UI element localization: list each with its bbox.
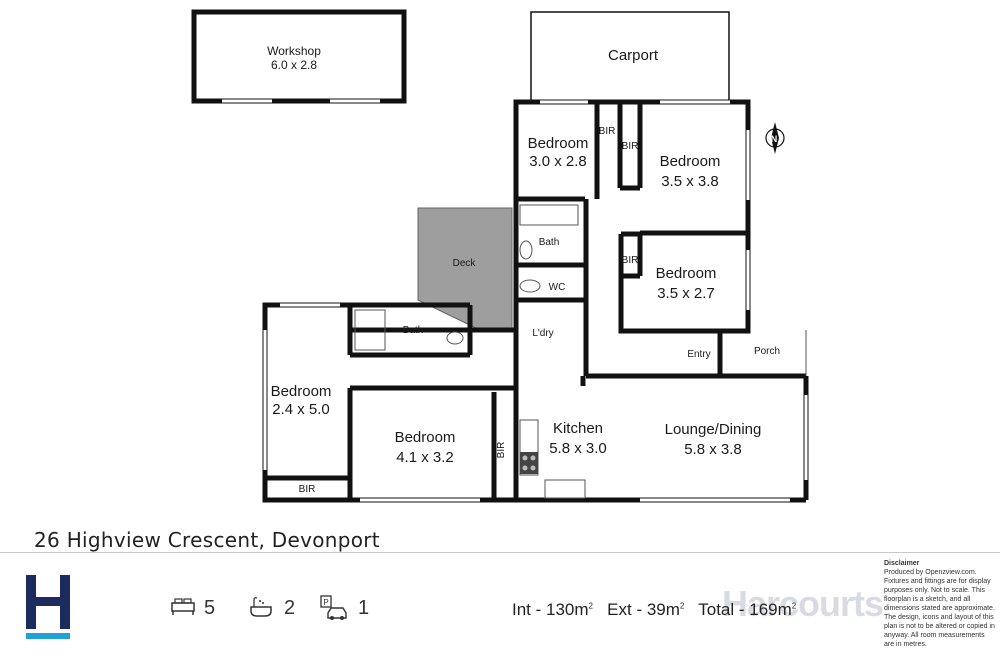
bed-right2-size: 3.5 x 2.7 xyxy=(657,285,715,302)
basin-icon xyxy=(519,240,533,260)
cooktop-icon xyxy=(520,452,538,474)
lounge-size: 5.8 x 3.8 xyxy=(684,441,742,458)
disclaimer: Disclaimer Produced by Openzview.com. Fi… xyxy=(884,559,996,649)
carport-outline xyxy=(530,11,730,101)
entry-label: Entry xyxy=(687,349,710,360)
deck-label: Deck xyxy=(453,258,477,269)
ext-area: Ext - 39m xyxy=(607,600,680,619)
disclaimer-title: Disclaimer xyxy=(884,560,920,567)
bir-label: BIR xyxy=(599,126,616,137)
bed-left-size: 2.4 x 5.0 xyxy=(272,401,330,418)
house-top-wall xyxy=(513,99,751,334)
laundry-label: L'dry xyxy=(532,328,553,339)
bed-mid-name: Bedroom xyxy=(395,429,456,446)
bed-right1-name: Bedroom xyxy=(660,153,721,170)
toilet-icon xyxy=(519,279,541,293)
workshop-walls xyxy=(191,9,407,104)
workshop-name: Workshop xyxy=(267,44,321,58)
bed-right2-name: Bedroom xyxy=(656,265,717,282)
area-summary: Int - 130m2 Ext - 39m2 Total - 169m2 xyxy=(512,600,797,619)
workshop-size: 6.0 x 2.8 xyxy=(271,58,317,72)
wc-label: WC xyxy=(549,282,566,293)
kitchen-name: Kitchen xyxy=(553,420,603,437)
bed-icon xyxy=(171,598,195,615)
bath1-label: Bath xyxy=(539,237,560,248)
carport-name: Carport xyxy=(608,47,659,64)
harcourts-watermark: Harcourts xyxy=(722,583,884,624)
bed-right1-size: 3.5 x 3.8 xyxy=(661,173,719,190)
lounge-name: Lounge/Dining xyxy=(665,421,762,438)
toilet-icon xyxy=(446,331,464,345)
bath-icon xyxy=(250,597,272,617)
kitchen-size: 5.8 x 3.0 xyxy=(549,440,607,457)
bir-label: BIR xyxy=(622,141,639,152)
compass-label: N xyxy=(771,134,778,144)
porch-label: Porch xyxy=(754,346,780,357)
bed-mid-size: 4.1 x 3.2 xyxy=(396,449,454,466)
disclaimer-body: Produced by Openzview.com. Fixtures and … xyxy=(884,569,995,648)
bed-top-name: Bedroom xyxy=(528,135,589,152)
footer-bar: 5 2 P 1 Harcourts Int - 130m2 Ext - 39m2… xyxy=(0,553,1000,667)
total-area: Total - 169m xyxy=(698,600,792,619)
harcourts-logo-icon xyxy=(26,575,70,639)
deck-area xyxy=(417,207,513,331)
floor-plan: N Workshop 6.0 x 2.8 Carport Bedroom 3.0… xyxy=(191,9,809,503)
int-area: Int - 130m xyxy=(512,600,589,619)
footer-divider xyxy=(0,552,1000,553)
bed-top-size: 3.0 x 2.8 xyxy=(529,153,587,170)
bath-count: 2 xyxy=(284,597,296,619)
bed-count: 5 xyxy=(204,597,216,619)
bir-label: BIR xyxy=(496,442,507,459)
bir-label: BIR xyxy=(299,484,316,495)
parking-count: 1 xyxy=(358,597,370,619)
bath2-label: Bath xyxy=(403,325,424,336)
property-address: 26 Highview Crescent, Devonport xyxy=(34,528,380,552)
parking-icon: P xyxy=(320,595,347,620)
compass-icon: N xyxy=(765,122,785,154)
bir-label: BIR xyxy=(622,255,639,266)
bed-left-name: Bedroom xyxy=(271,383,332,400)
svg-text:P: P xyxy=(323,598,328,607)
